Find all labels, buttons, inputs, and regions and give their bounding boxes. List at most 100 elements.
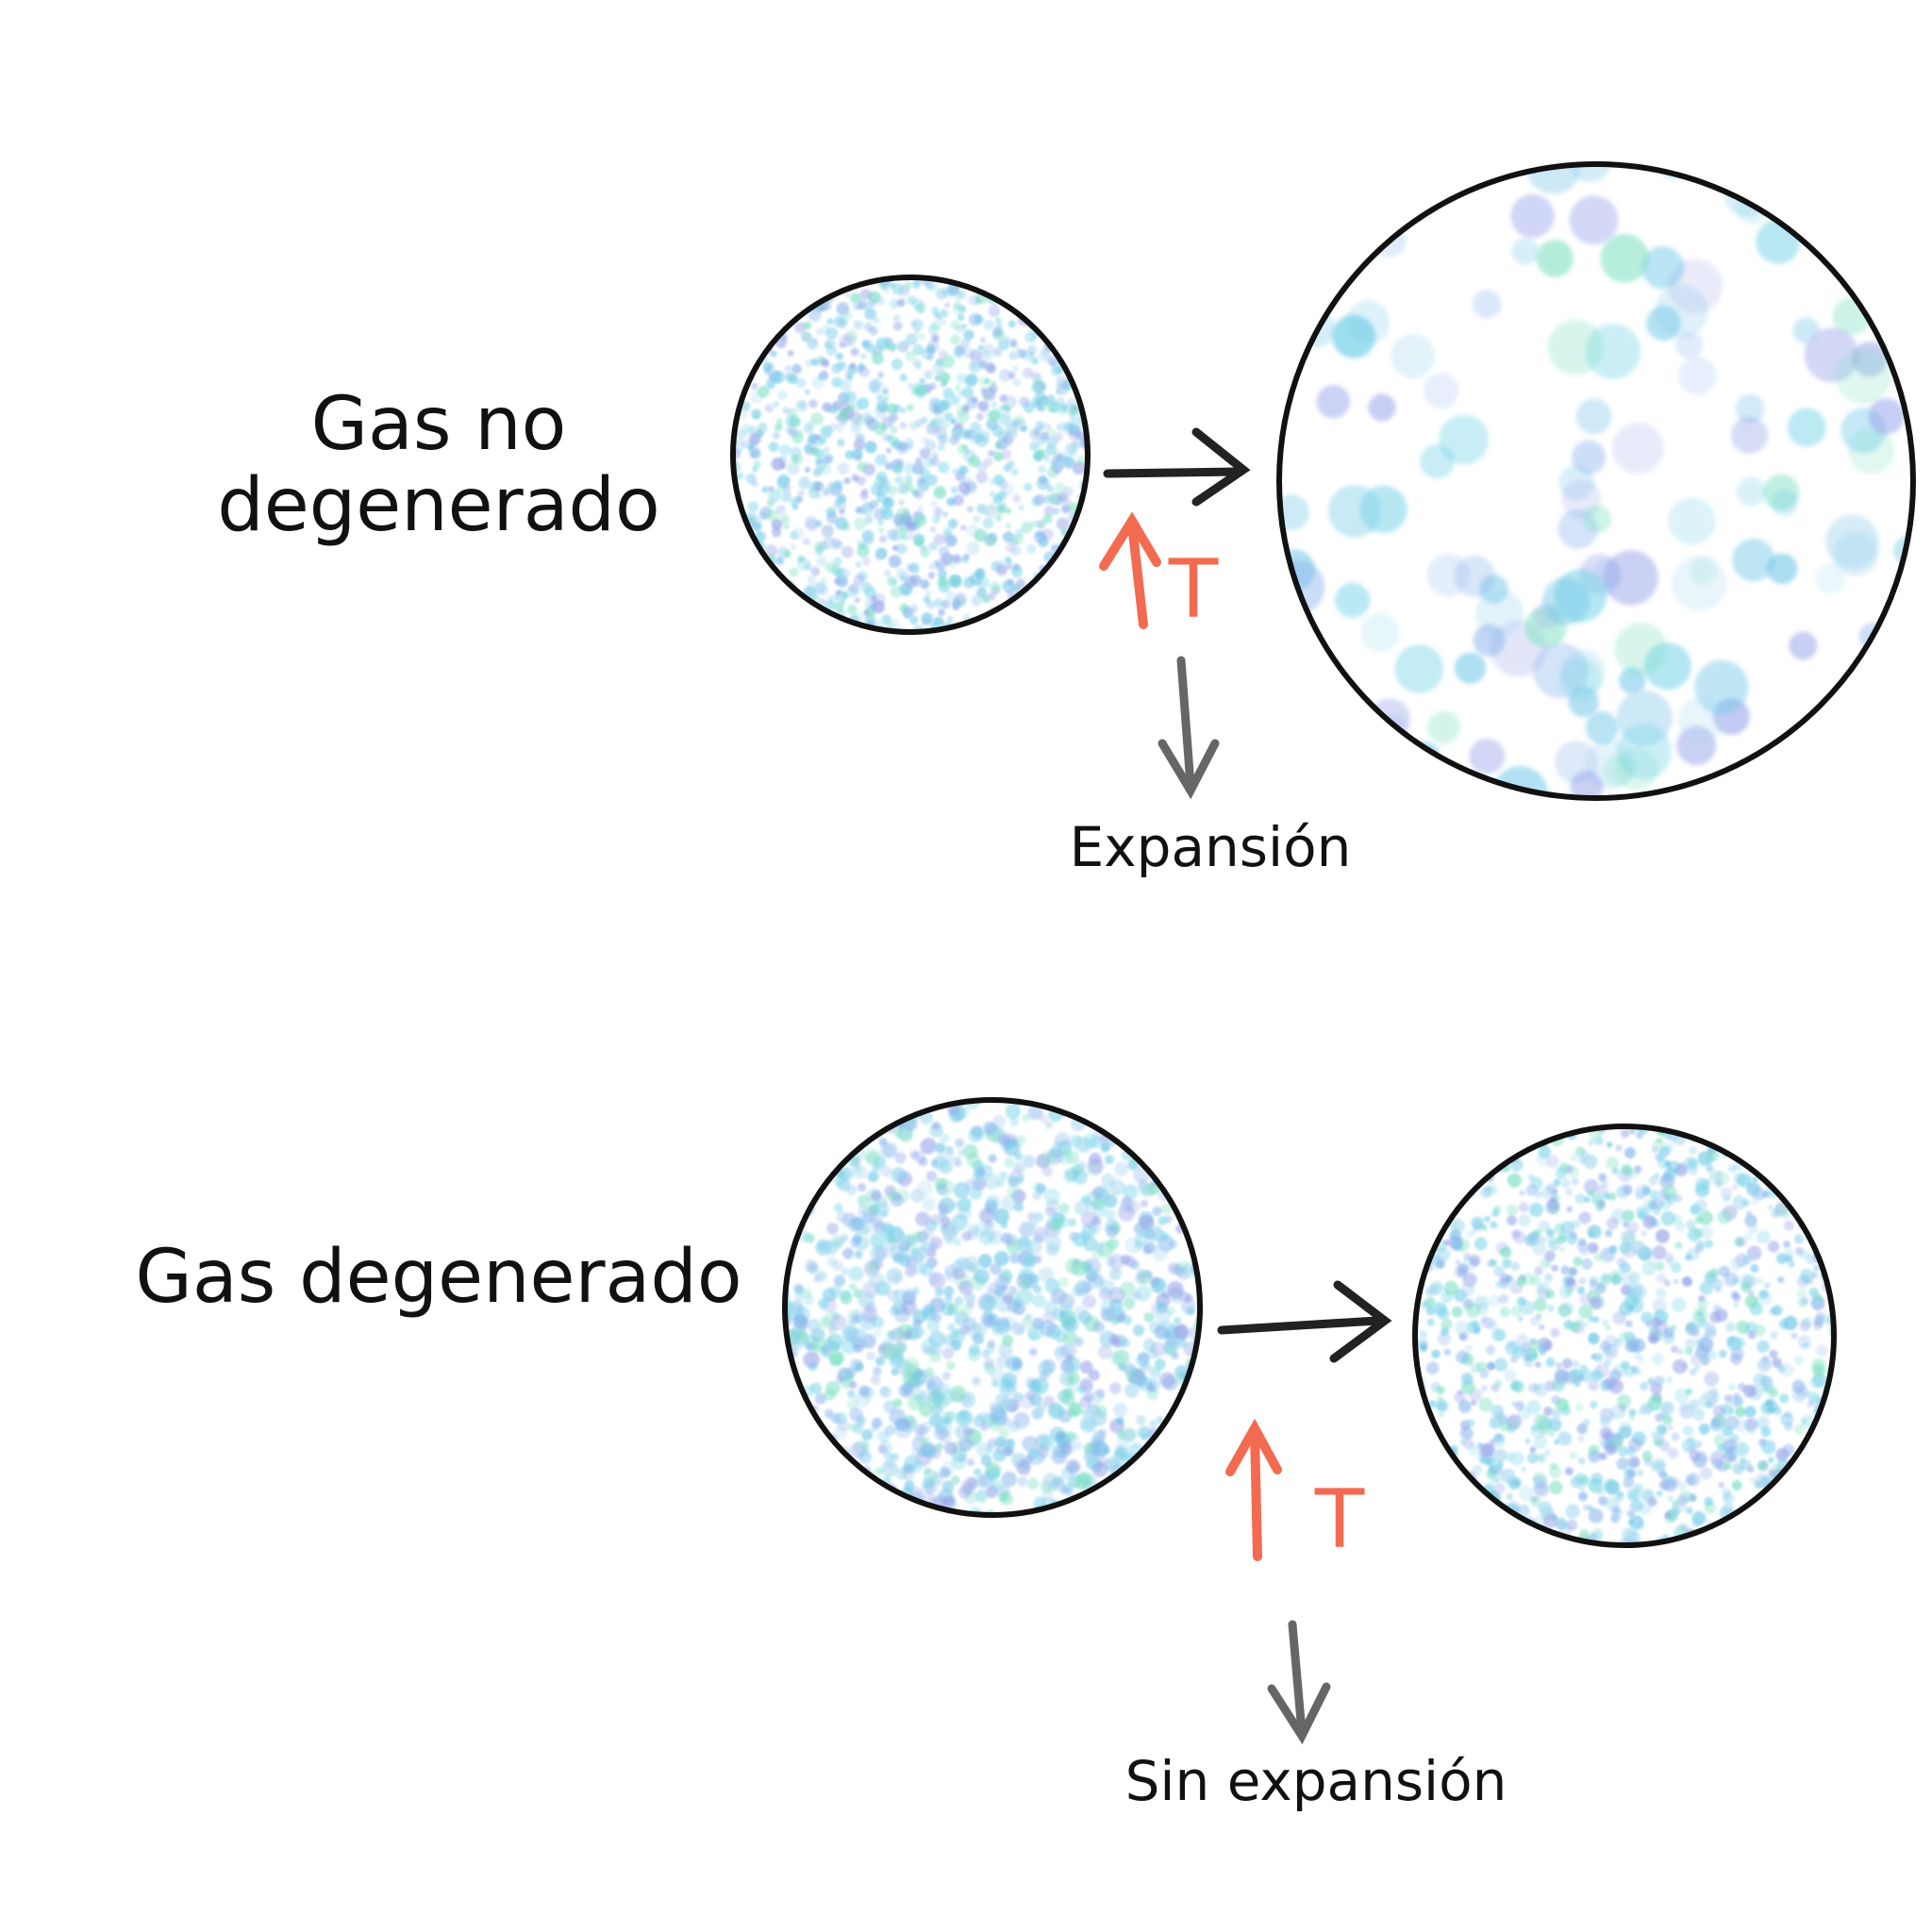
gas-particle — [1033, 1226, 1049, 1242]
gas-particle — [1616, 1393, 1632, 1409]
gas-particle — [815, 457, 824, 466]
gas-particle — [1177, 1339, 1188, 1349]
gas-particle — [802, 332, 811, 342]
gas-particle — [1111, 1338, 1122, 1348]
gas-particle — [750, 382, 758, 391]
gas-particle — [922, 1197, 936, 1211]
gas-particle — [1359, 485, 1407, 534]
gas-particle — [1046, 485, 1055, 492]
gas-particle — [1428, 1400, 1437, 1408]
gas-particle — [1493, 1448, 1507, 1462]
gas-particle — [1494, 1357, 1508, 1372]
gas-particle — [1689, 1399, 1700, 1410]
gas-particle — [834, 1175, 845, 1187]
gas-particle — [835, 590, 841, 596]
gas-particle — [1748, 1185, 1762, 1199]
gas-particle — [1797, 1298, 1807, 1307]
gas-particle — [812, 1274, 822, 1283]
gas-particle — [791, 503, 799, 510]
top-temperature-up-arrow-icon — [1099, 511, 1161, 629]
gas-particle — [1543, 1407, 1553, 1416]
gas-particle — [1605, 1324, 1611, 1331]
gas-particle — [893, 1169, 905, 1180]
bottom-final-gas-circle — [1412, 1124, 1837, 1548]
gas-particle — [1035, 520, 1042, 528]
gas-particle — [1493, 1482, 1506, 1494]
gas-particle — [1566, 1277, 1575, 1287]
gas-particle — [953, 629, 960, 632]
gas-particle — [1555, 1167, 1568, 1180]
gas-particle — [950, 417, 958, 425]
gas-particle — [747, 443, 755, 451]
gas-particle — [961, 556, 970, 564]
gas-particle — [1621, 1274, 1635, 1288]
gas-particle — [1083, 499, 1088, 511]
gas-particle — [991, 1379, 999, 1388]
gas-particle — [889, 298, 900, 309]
gas-particle — [1613, 1338, 1624, 1348]
gas-particle — [1694, 1199, 1707, 1213]
gas-particle — [1009, 1117, 1020, 1127]
gas-particle — [857, 461, 868, 473]
gas-particle — [928, 1214, 941, 1226]
gas-particle — [1335, 582, 1371, 618]
gas-particle — [929, 1343, 942, 1357]
gas-particle — [919, 1402, 934, 1417]
gas-particle — [1574, 1473, 1587, 1485]
gas-particle — [1021, 521, 1033, 534]
gas-particle — [926, 343, 936, 354]
gas-particle — [1750, 1198, 1758, 1206]
gas-particle — [774, 556, 785, 566]
gas-particle — [1061, 504, 1071, 514]
gas-particle — [841, 522, 851, 532]
gas-particle — [980, 1294, 997, 1312]
gas-particle — [1003, 531, 1014, 542]
gas-particle — [1607, 1191, 1617, 1201]
gas-particle — [1092, 1321, 1105, 1333]
gas-particle — [1771, 489, 1798, 517]
gas-particle — [1494, 1379, 1503, 1388]
gas-particle — [793, 597, 804, 607]
gas-particle — [826, 481, 839, 493]
gas-particle — [1146, 1382, 1156, 1391]
gas-particle — [1560, 1178, 1571, 1189]
gas-particle — [820, 463, 832, 475]
gas-particle — [1425, 1306, 1436, 1316]
gas-particle — [1711, 1278, 1724, 1291]
gas-particle — [825, 1381, 841, 1396]
top-consequence-arrow-icon — [1158, 656, 1220, 800]
gas-particle — [1718, 1482, 1724, 1489]
gas-particle — [995, 1355, 1010, 1369]
gas-particle — [1186, 1307, 1195, 1316]
gas-particle — [1737, 1173, 1752, 1188]
gas-particle — [920, 416, 928, 425]
gas-particle — [886, 1267, 903, 1285]
gas-particle — [1825, 1261, 1834, 1270]
gas-particle — [963, 329, 974, 341]
gas-particle — [853, 575, 865, 586]
gas-particle — [935, 1442, 944, 1451]
gas-particle — [812, 469, 821, 477]
gas-particle — [945, 271, 951, 276]
gas-particle — [1067, 1372, 1080, 1385]
gas-particle — [942, 511, 949, 518]
gas-particle — [892, 1398, 903, 1408]
gas-particle — [1450, 1221, 1458, 1230]
gas-particle — [1015, 347, 1022, 353]
gas-particle — [906, 404, 914, 412]
gas-particle — [835, 423, 844, 432]
gas-particle — [864, 308, 877, 321]
gas-particle — [851, 1237, 860, 1246]
gas-particle — [963, 429, 973, 440]
gas-particle — [1138, 1351, 1150, 1363]
gas-particle — [1524, 1438, 1532, 1444]
gas-particle — [1643, 1457, 1654, 1467]
gas-particle — [1727, 1382, 1736, 1391]
gas-particle — [1043, 1300, 1058, 1315]
gas-particle — [912, 298, 924, 311]
bottom-temperature-symbol: T — [1314, 1473, 1365, 1567]
gas-particle — [871, 1417, 883, 1429]
gas-particle — [1040, 431, 1050, 441]
gas-particle — [1099, 1278, 1116, 1295]
gas-particle — [1454, 1391, 1466, 1404]
